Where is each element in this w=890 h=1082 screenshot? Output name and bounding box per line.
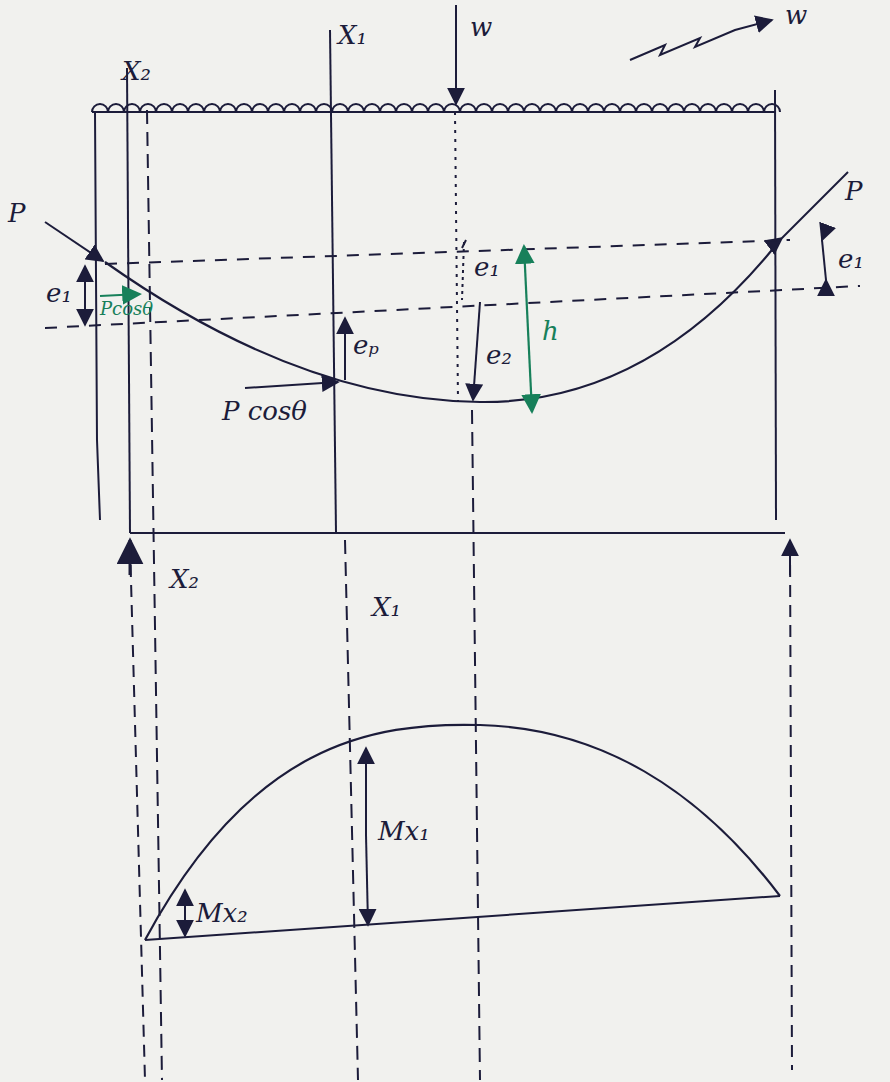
dimension-line <box>822 240 826 280</box>
reference-line <box>105 240 790 264</box>
label: Mx₁ <box>378 818 430 844</box>
beam-left-edge <box>95 112 100 520</box>
tendon-profile <box>105 240 780 402</box>
moment-ordinate <box>184 890 186 910</box>
projection-line <box>130 545 145 1080</box>
dimension-line <box>473 302 480 400</box>
section-line <box>330 30 336 533</box>
label: eₚ <box>353 332 379 358</box>
point-load-arrow <box>455 5 457 104</box>
label: P <box>845 178 863 204</box>
force-arrow <box>245 382 338 388</box>
dimension-arrow <box>528 330 532 412</box>
centre-line <box>455 112 458 402</box>
prestress-force <box>782 172 848 238</box>
centre-line <box>472 410 480 1080</box>
moment-ordinate <box>365 748 367 835</box>
label: P cosθ <box>222 398 307 424</box>
prestress-arrowhead <box>770 238 782 247</box>
dimension-line <box>462 242 464 300</box>
dimension-arrow <box>84 300 86 325</box>
prestress-force <box>45 222 103 261</box>
load-arrow <box>630 20 772 60</box>
label: e₁ <box>474 254 500 280</box>
label: Pcosθ <box>100 300 153 318</box>
udl-load <box>92 104 780 112</box>
dimension-tick <box>462 240 466 248</box>
label: X₁ <box>372 594 401 620</box>
label: w <box>785 2 807 28</box>
moment-curve <box>145 725 780 940</box>
section-line <box>345 540 358 1080</box>
beam-right-edge <box>775 90 776 520</box>
dimension-arrow <box>825 280 827 290</box>
moment-baseline <box>145 896 780 940</box>
label: Mx₂ <box>196 900 248 926</box>
label: w <box>470 14 492 40</box>
dimension-arrow <box>524 246 528 330</box>
label: X₁ <box>338 22 367 48</box>
label: e₂ <box>486 342 512 368</box>
label: X₂ <box>170 566 199 592</box>
reference-line <box>45 286 860 328</box>
label: e₁ <box>838 246 864 272</box>
moment-ordinate <box>184 910 186 936</box>
beam-bottom <box>130 532 785 534</box>
dimension-arrow <box>84 266 86 300</box>
label: X₂ <box>122 58 151 84</box>
force-arrow <box>100 294 140 296</box>
dimension-arrow <box>344 318 346 380</box>
moment-ordinate <box>366 835 368 925</box>
dimension-arrow <box>822 232 825 240</box>
label: e₁ <box>46 280 72 306</box>
beam-top <box>92 111 775 113</box>
label: P <box>8 200 26 226</box>
label: h <box>542 318 559 344</box>
projection-line <box>790 545 792 1070</box>
section-line <box>147 110 162 1080</box>
